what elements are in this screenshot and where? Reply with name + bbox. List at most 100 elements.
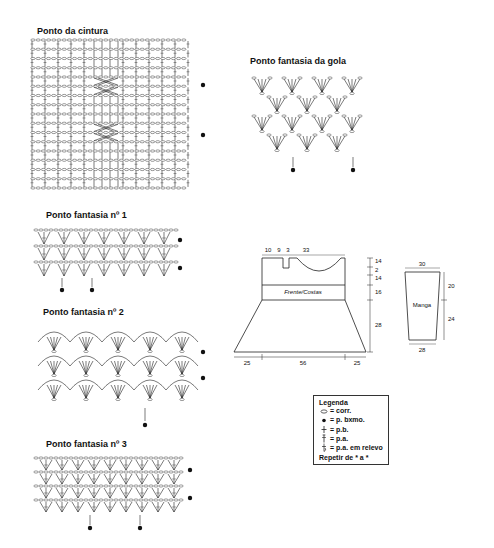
chart-stroke (78, 141, 82, 143)
chart-stroke (111, 337, 118, 350)
chart-stroke (135, 71, 138, 72)
chart-stroke (188, 97, 189, 104)
chart-stroke (46, 76, 50, 78)
chart-stroke (64, 499, 68, 501)
chart-stroke (98, 150, 102, 152)
chart-stroke (124, 159, 128, 161)
chart-stroke (260, 130, 264, 132)
chart-stroke (83, 71, 86, 72)
chart-stroke (71, 69, 72, 76)
chart-stroke (174, 71, 177, 72)
chart-stroke (130, 187, 134, 189)
chart-stroke (62, 150, 66, 152)
chart-stroke (162, 60, 163, 67)
chart-stroke (182, 67, 186, 69)
chart-stroke (109, 178, 113, 180)
chart-stroke (329, 136, 337, 149)
chart-stroke (176, 48, 180, 50)
chart-stroke (134, 471, 138, 473)
chart-stroke (62, 254, 66, 255)
marker-dot (88, 526, 92, 530)
chart-stroke (71, 152, 72, 159)
chart-stroke (114, 471, 118, 473)
chart-stroke (149, 124, 150, 131)
dimension-label: 14 (375, 275, 382, 282)
chart-stroke (79, 229, 83, 231)
chart-stroke (78, 187, 82, 189)
legend-title: Legenda (319, 399, 383, 407)
chart-stroke (161, 168, 165, 170)
chart-stroke (114, 245, 118, 247)
chart-stroke (314, 117, 322, 130)
chart-stroke (150, 178, 154, 180)
chart-stroke (166, 187, 170, 189)
chart-stroke (104, 67, 108, 69)
chart-stroke (129, 245, 133, 247)
chart-stroke (124, 471, 128, 473)
chart-stroke (135, 53, 138, 54)
chart-stroke (140, 48, 144, 50)
chart-stroke (34, 261, 38, 263)
chart-stroke (110, 106, 111, 113)
chart-stroke (86, 361, 93, 374)
chart-stroke (180, 350, 184, 352)
chart-stroke (140, 104, 144, 106)
chart-stroke (41, 113, 45, 115)
chart-stroke (45, 143, 46, 150)
chart-stroke (130, 76, 134, 78)
chart-stroke (150, 361, 157, 374)
chart-stroke (102, 97, 103, 104)
chart-stroke (148, 90, 151, 91)
chart-stroke (99, 245, 103, 247)
chart-stroke (292, 117, 296, 130)
chart-stroke (144, 229, 148, 231)
chart-stroke (92, 493, 96, 494)
chart-stroke (57, 90, 60, 91)
chart-stroke (161, 131, 165, 133)
chart-stroke (175, 171, 176, 178)
chart-stroke (109, 159, 113, 161)
chart-stroke (123, 152, 124, 159)
chart-stroke (149, 97, 150, 104)
chart-stroke (62, 94, 66, 96)
chart-stroke (86, 361, 90, 374)
chart-stroke (124, 67, 128, 69)
chart-stroke (114, 67, 118, 69)
chart-stroke (110, 50, 111, 57)
chart-stroke (44, 71, 47, 72)
chart-stroke (122, 62, 125, 63)
chart-stroke (32, 161, 33, 168)
chart-stroke (67, 39, 71, 41)
chart-stroke (148, 81, 151, 82)
chart-stroke (84, 143, 85, 150)
chart-stroke (156, 76, 160, 78)
chart-stroke (39, 245, 43, 247)
chart-stroke (45, 171, 46, 178)
chart-stroke (93, 187, 97, 189)
chart-stroke (94, 134, 114, 141)
chart-stroke (93, 85, 97, 87)
chart-stroke (57, 159, 61, 161)
chart-stroke (94, 143, 95, 150)
chart-stroke (293, 157, 294, 167)
chart-stroke (343, 96, 347, 98)
chart-stroke (144, 485, 148, 487)
chart-stroke (88, 76, 92, 78)
chart-stroke (84, 245, 88, 247)
chart-stroke (62, 85, 66, 87)
chart-stroke (62, 39, 66, 41)
chart-stroke (150, 150, 154, 152)
chart-stroke (149, 152, 150, 159)
chart-stroke (44, 62, 47, 63)
chart-stroke (31, 136, 34, 137)
chart-stroke (182, 122, 186, 124)
chart-stroke (44, 53, 47, 54)
chart-stroke (83, 76, 87, 78)
chart-stroke (62, 159, 66, 161)
chart-stroke (59, 485, 63, 487)
chart-stroke (322, 429, 327, 430)
chart-stroke (161, 90, 164, 91)
chart-stroke (31, 141, 35, 143)
chart-stroke (258, 79, 262, 92)
chart-stroke (31, 81, 34, 82)
